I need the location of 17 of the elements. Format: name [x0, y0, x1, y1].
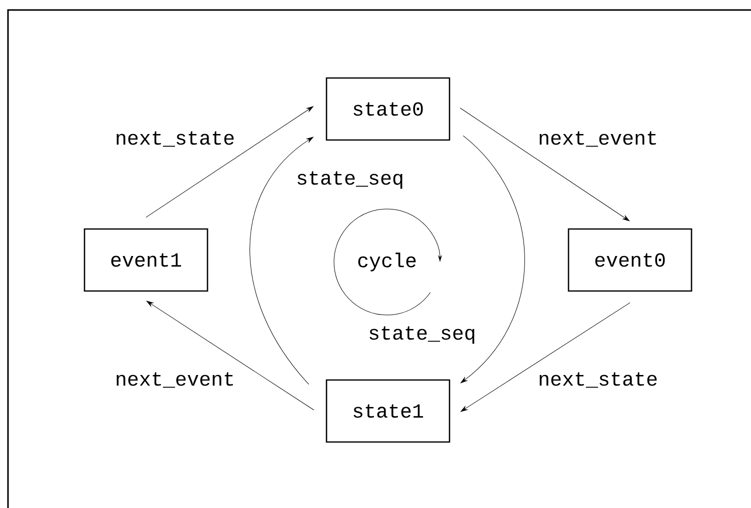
edge-label: state_seq [295, 170, 406, 190]
edge-label: next_event [114, 371, 236, 389]
state-box: state0 [326, 77, 450, 141]
arrow [146, 106, 314, 218]
arrow [460, 135, 525, 384]
edge-label: state_seq [367, 325, 478, 345]
edge-label: next_event [537, 130, 660, 148]
state-box: event1 [84, 228, 208, 292]
state-box: event0 [568, 228, 692, 292]
arrow [146, 300, 314, 410]
edge-label: next_state [114, 130, 236, 148]
arrow [460, 108, 630, 222]
cycle-label: cycle [358, 252, 416, 272]
edge-label: next_state [537, 371, 660, 389]
arrow [460, 302, 630, 412]
arrow [250, 136, 314, 385]
state-box: state1 [326, 379, 450, 443]
